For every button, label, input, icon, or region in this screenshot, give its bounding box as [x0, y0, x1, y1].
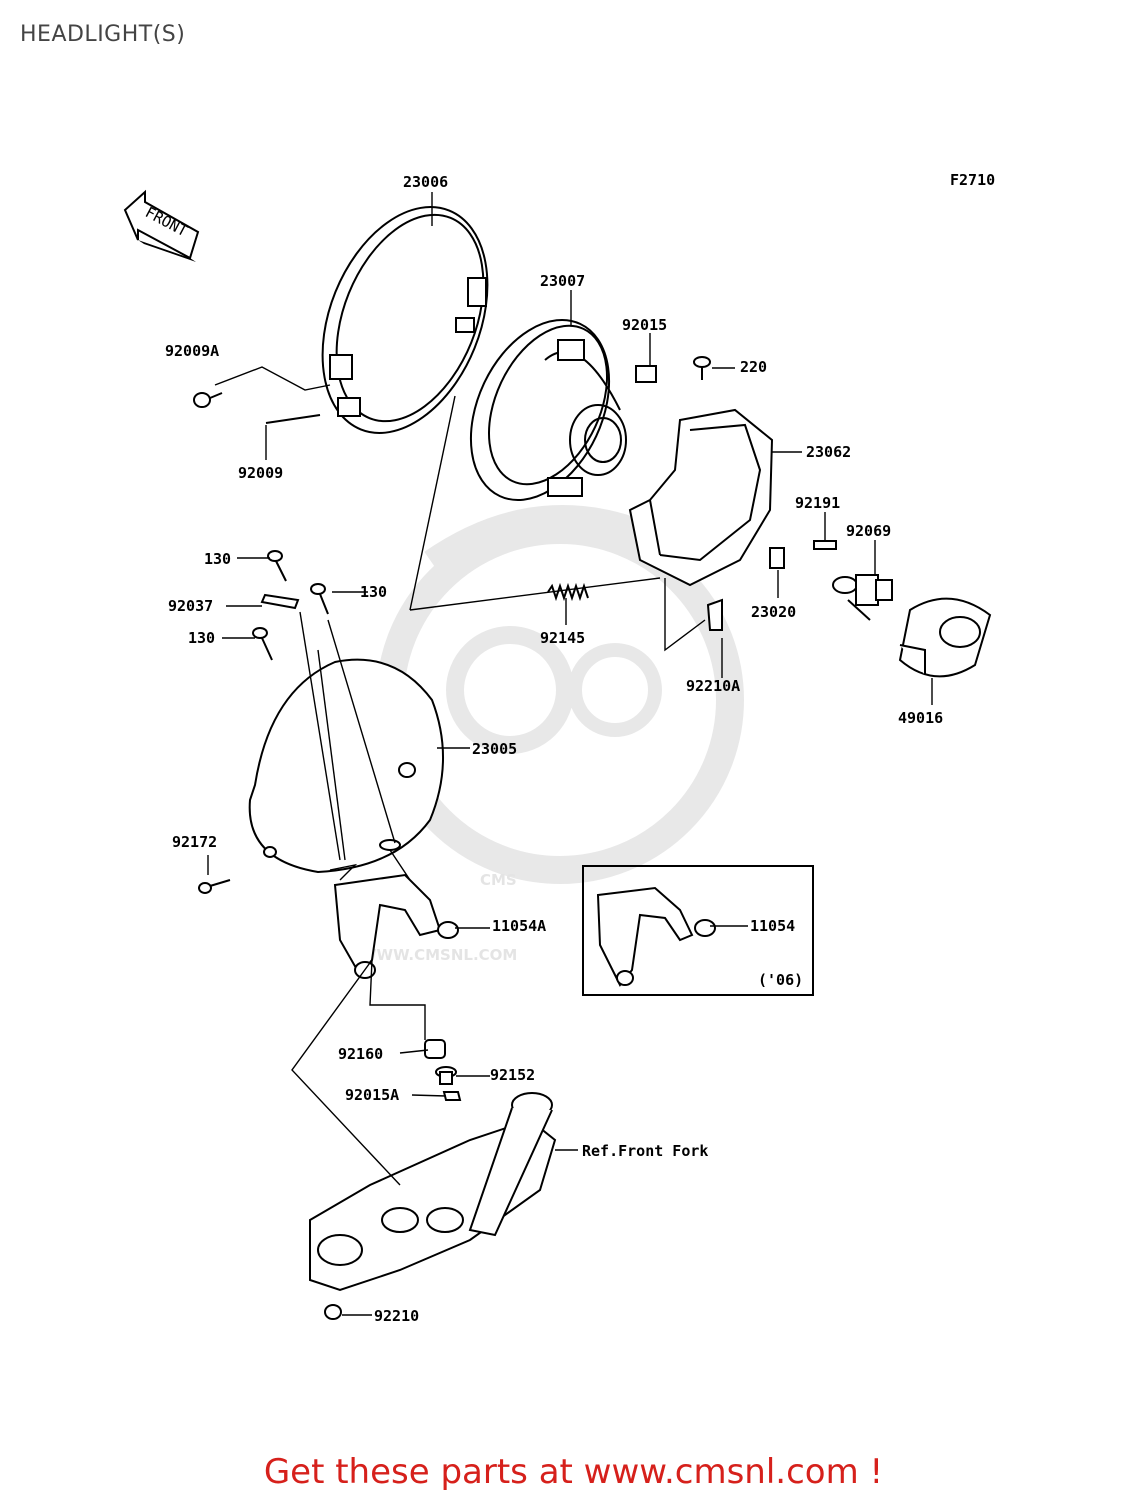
headlight-reflector: [469, 319, 627, 501]
clip-23020: [769, 547, 785, 569]
collar-92152: [435, 1066, 457, 1085]
watermark-brand: CMS: [480, 871, 517, 889]
label-92009A: 92009A: [165, 342, 219, 360]
label-130-top: 130: [204, 550, 231, 568]
headlight-bracket: [628, 408, 774, 587]
label-130-mid: 130: [360, 583, 387, 601]
rubber-grommet-92160: [424, 1039, 446, 1059]
label-11054A: 11054A: [492, 917, 546, 935]
label-92037: 92037: [168, 597, 213, 615]
leader-lines: [207, 192, 933, 1316]
label-220: 220: [740, 358, 767, 376]
watermark-url: WWW.CMSNL.COM: [360, 946, 517, 964]
label-variant-note: ('06): [758, 971, 803, 989]
bulb-cover: [898, 597, 992, 678]
pin-92191: [813, 540, 837, 550]
spring-92145: [547, 582, 589, 602]
label-23006: 23006: [403, 173, 448, 191]
label-92069: 92069: [846, 522, 891, 540]
screw-220: [693, 356, 711, 380]
label-23005: 23005: [472, 740, 517, 758]
label-92210: 92210: [374, 1307, 419, 1325]
label-130-bottom: 130: [188, 629, 215, 647]
label-11054: 11054: [750, 917, 795, 935]
part-labels: 23006 F2710 23007 92015 220 92009A 23062…: [165, 171, 995, 1325]
label-92191: 92191: [795, 494, 840, 512]
label-92145: 92145: [540, 629, 585, 647]
front-direction-arrow: FRONT: [123, 189, 200, 262]
label-92015A: 92015A: [345, 1086, 399, 1104]
label-92172: 92172: [172, 833, 217, 851]
headlight-bulb: [832, 574, 893, 621]
page-title: HEADLIGHT(S): [20, 22, 186, 47]
nut-92210: [324, 1304, 342, 1320]
label-92160: 92160: [338, 1045, 383, 1063]
label-92009: 92009: [238, 464, 283, 482]
label-92210A: 92210A: [686, 677, 740, 695]
nut-92015: [635, 365, 657, 383]
label-92015: 92015: [622, 316, 667, 334]
fork-bracket: [309, 1092, 557, 1292]
label-23062: 23062: [806, 443, 851, 461]
plate-92210A: [706, 598, 723, 631]
screws: [193, 392, 329, 894]
label-figure-code: F2710: [950, 171, 995, 189]
label-ref-front-fork: Ref.Front Fork: [582, 1142, 708, 1160]
label-49016: 49016: [898, 709, 943, 727]
headlight-rim: [321, 206, 489, 434]
label-92152: 92152: [490, 1066, 535, 1084]
headlight-lens: [248, 658, 444, 874]
mount-bracket-11054A: [333, 873, 459, 979]
variant-box: [582, 865, 814, 996]
label-23007: 23007: [540, 272, 585, 290]
footer-promo-text: Get these parts at www.cmsnl.com !: [263, 1452, 884, 1492]
nut-92015A: [442, 1091, 462, 1101]
label-23020: 23020: [751, 603, 796, 621]
